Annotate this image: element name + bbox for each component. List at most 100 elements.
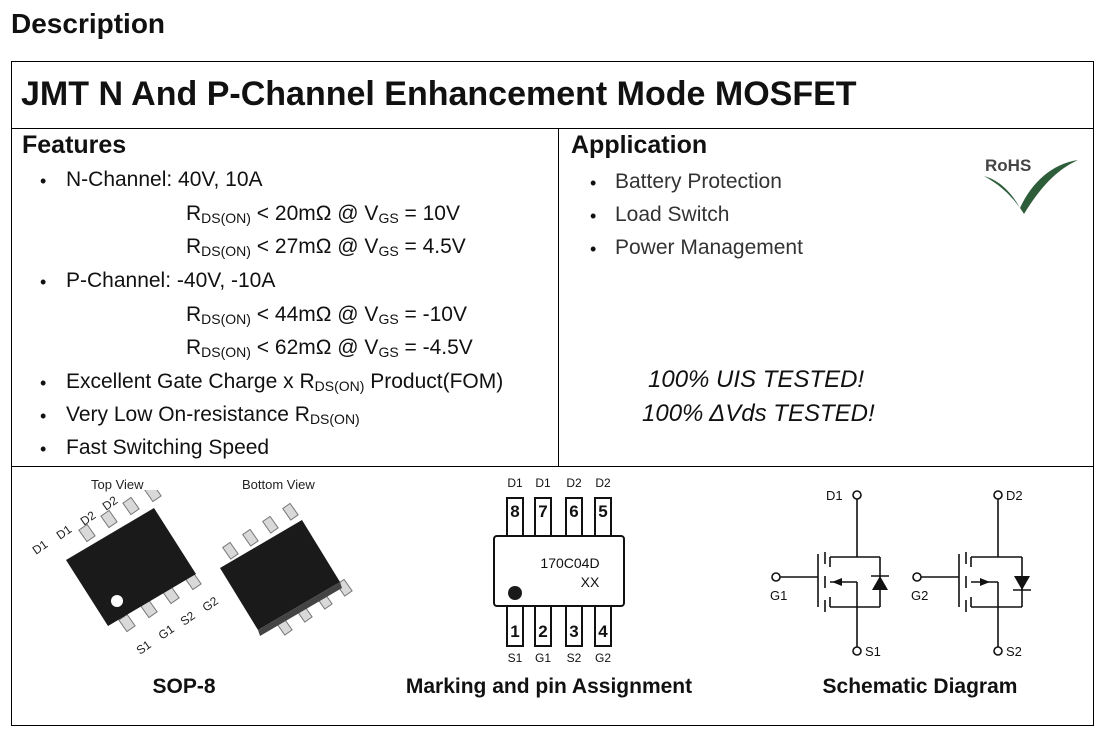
spec-condition: = -4.5V (398, 336, 473, 359)
subscript-dson: DS(ON) (201, 243, 251, 259)
divider-title (11, 128, 1094, 129)
bottom-pin-labels: S1 G1 S2 G2 (508, 651, 612, 665)
low-on-text: Very Low On-resistance R (66, 403, 310, 426)
terminal-label: G2 (911, 588, 928, 603)
spec-value: < 44mΩ @ V (250, 303, 379, 326)
subscript-dson: DS(ON) (201, 344, 251, 360)
application-item: Battery Protection (615, 170, 782, 193)
marking-diagram: D1 D1 D2 D2 8 7 6 5 170C04D XX 1 2 3 4 S… (493, 476, 625, 665)
marking-caption: Marking and pin Assignment (405, 675, 693, 698)
p-channel-arrow-icon (980, 578, 990, 586)
marking-code: 170C04D (540, 555, 599, 571)
pin-label: G1 (156, 622, 177, 643)
terminal-label: S1 (865, 644, 881, 659)
spec-condition: = 4.5V (398, 235, 466, 258)
p-channel-rdson-10v: RDS(ON) < 44mΩ @ VGS = -10V (186, 303, 467, 327)
pin-number: 3 (569, 622, 578, 641)
spec-condition: = -10V (398, 303, 467, 326)
schematic-labels: D1 G1 S1 D2 G2 S2 (770, 488, 1023, 659)
bullet: • (40, 439, 47, 459)
pin-label: G2 (200, 594, 221, 615)
pin-number: 6 (569, 502, 578, 521)
subscript-gs: GS (378, 344, 399, 360)
n-channel-rdson-4v5: RDS(ON) < 27mΩ @ VGS = 4.5V (186, 235, 466, 259)
section-heading: Description (11, 8, 166, 39)
feature-low-on-resistance: Very Low On-resistance RDS(ON) (66, 403, 360, 427)
symbol-r: R (186, 235, 202, 258)
schematic-caption: Schematic Diagram (822, 675, 1018, 698)
pin-number: 4 (598, 622, 608, 641)
pin-number: 1 (510, 622, 519, 641)
subscript-gs: GS (378, 210, 399, 226)
feature-p-channel: P-Channel: -40V, -10A (66, 269, 276, 292)
rohs-logo: RoHS (984, 156, 1078, 214)
bottom-view-chip (220, 502, 353, 636)
diode-icon (872, 576, 888, 590)
pin-label: D2 (566, 476, 582, 490)
top-pins (506, 497, 612, 539)
spec-condition: = 10V (398, 202, 460, 225)
top-view-label: Top View (91, 477, 144, 492)
n-channel-rdson-10v: RDS(ON) < 20mΩ @ VGS = 10V (186, 202, 460, 226)
spec-value: < 20mΩ @ V (250, 202, 379, 225)
symbol-r: R (186, 303, 202, 326)
feature-fast-switching: Fast Switching Speed (66, 436, 270, 459)
product-title: JMT N And P-Channel Enhancement Mode MOS… (21, 75, 857, 113)
pin1-dot (508, 586, 522, 600)
features-heading: Features (22, 131, 127, 159)
p-channel-mosfet-symbol (912, 490, 1023, 656)
pin-label: D1 (30, 537, 51, 557)
rohs-check-icon (984, 160, 1078, 214)
fom-text: Excellent Gate Charge x R (66, 370, 315, 393)
terminal-label: S2 (1006, 644, 1022, 659)
schematic-diagram: D1 G1 S1 D2 G2 S2 (770, 488, 1031, 659)
terminal-label: D2 (1006, 488, 1023, 503)
application-heading: Application (571, 131, 708, 159)
feature-fom: Excellent Gate Charge x RDS(ON) Product(… (66, 370, 503, 394)
pin-label: G2 (595, 651, 611, 665)
sop8-package-drawing: D1 D1 D2 D2 S1 G1 S2 G2 (30, 490, 353, 657)
pin-label: D1 (54, 522, 75, 542)
n-channel-arrow-icon (832, 578, 842, 586)
divider-figures (11, 466, 1094, 467)
bullet: • (40, 406, 47, 426)
pin-number: 2 (538, 622, 547, 641)
bullet: • (40, 272, 47, 292)
bullet: • (590, 239, 597, 259)
divider-columns (558, 128, 559, 466)
pin-label: D2 (595, 476, 611, 490)
pin-label: D2 (78, 508, 99, 528)
bullet: • (590, 206, 597, 226)
symbol-r: R (186, 202, 202, 225)
marking-lot: XX (581, 574, 600, 590)
p-channel-rdson-4v5: RDS(ON) < 62mΩ @ VGS = -4.5V (186, 336, 473, 360)
subscript-dson: DS(ON) (201, 311, 251, 327)
application-item: Load Switch (615, 203, 730, 226)
chip-body (493, 535, 625, 607)
bottom-pin-numbers: 1 2 3 4 (510, 622, 608, 641)
subscript-dson: DS(ON) (309, 411, 360, 427)
bullet: • (40, 373, 47, 393)
fom-suffix: Product(FOM) (364, 370, 504, 393)
feature-n-channel: N-Channel: 40V, 10A (66, 168, 263, 191)
top-pin-labels: D1 D1 D2 D2 (507, 476, 611, 490)
pin-label: D2 (100, 493, 121, 513)
bullet: • (40, 171, 47, 191)
subscript-gs: GS (378, 311, 399, 327)
pin-label: S2 (178, 608, 198, 628)
bottom-view-label: Bottom View (242, 477, 315, 492)
n-channel-mosfet-symbol (771, 490, 881, 656)
diode-icon (1014, 576, 1030, 590)
subscript-dson: DS(ON) (201, 210, 251, 226)
application-item: Power Management (615, 236, 803, 259)
sop8-caption: SOP-8 (152, 675, 216, 698)
pin-label: D1 (535, 476, 551, 490)
subscript-dson: DS(ON) (314, 378, 365, 394)
pin-label: G1 (535, 651, 551, 665)
pin-label: D1 (507, 476, 523, 490)
rohs-text: RoHS (985, 156, 1031, 175)
pin-number: 8 (510, 502, 519, 521)
symbol-r: R (186, 336, 202, 359)
uis-tested-note: 100% UIS TESTED! (648, 366, 865, 393)
terminal-label: G1 (770, 588, 787, 603)
